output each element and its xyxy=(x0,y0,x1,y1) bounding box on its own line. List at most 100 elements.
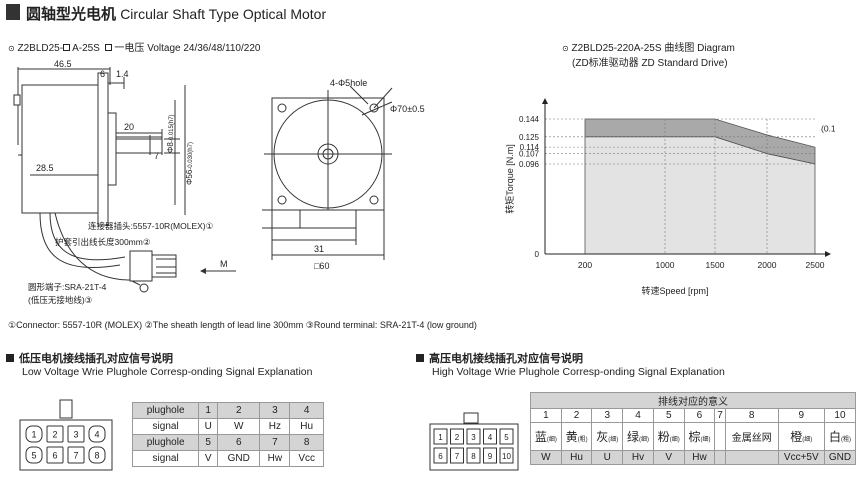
hv-num-cell: 1 xyxy=(530,408,562,423)
hv-signal-cell: U xyxy=(591,450,624,465)
low-plug-pin-label: 3 xyxy=(73,430,78,440)
high-plug-pin-label: 9 xyxy=(488,452,493,461)
hv-num-cell: 3 xyxy=(591,408,624,423)
hv-signal-cell: Hw xyxy=(683,450,716,465)
low-plug-pin xyxy=(25,425,43,443)
low-plug-pin-label: 8 xyxy=(94,451,99,461)
high-plug-pin-label: 7 xyxy=(455,452,460,461)
low-plug-pin xyxy=(88,425,106,443)
high-plug-pin xyxy=(499,447,514,464)
low-voltage-subtitle: Low Voltage Wrie Plughole Corresp-onding… xyxy=(22,366,313,378)
y-axis-label: 转矩Torque [N.m] xyxy=(505,144,515,214)
hv-color-cell: 棕(细) xyxy=(683,422,716,451)
terminal-label: 圆形端子:SRA-21T-4 xyxy=(28,282,107,292)
low-plug-pin xyxy=(67,425,85,443)
hv-signal-cell xyxy=(714,450,726,465)
title-marker xyxy=(6,4,20,20)
high-plug-pin-label: 1 xyxy=(438,433,443,442)
x-axis-arrow-icon xyxy=(825,251,831,257)
hv-color-cell: 粉(细) xyxy=(652,422,685,451)
dim-1-4: 1.4 xyxy=(116,69,129,79)
box-symbol-icon xyxy=(105,44,113,51)
hv-num-cell: 10 xyxy=(823,408,857,423)
table-row: plughole 5 6 7 8 xyxy=(131,434,324,451)
low-ground-label: (低压无接地线)③ xyxy=(28,295,93,305)
x-tick-label: 200 xyxy=(578,260,592,270)
y-tick-label: 0.107 xyxy=(519,150,540,159)
table-row: plughole 1 2 3 4 xyxy=(131,402,324,419)
footnote: ①Connector: 5557-10R (MOLEX) ②The sheath… xyxy=(8,320,477,330)
hv-color-cell: 金属丝网 xyxy=(724,422,779,451)
hv-color-cell: 橙(细) xyxy=(777,422,825,451)
dim-shaft-diameter: Φ8-0.015(h7) xyxy=(166,114,175,153)
table-row: signal U W Hz Hu xyxy=(131,418,324,435)
y-tick-label: 0 xyxy=(535,250,540,259)
low-plug-pin xyxy=(25,446,43,464)
connector-label: 连接器插头:5557-10R(MOLEX)① xyxy=(88,221,214,231)
low-plug-pin-label: 2 xyxy=(52,430,57,440)
high-voltage-subtitle: High Voltage Wrie Plughole Corresp-ondin… xyxy=(432,366,725,378)
high-plug-pin-label: 3 xyxy=(471,433,476,442)
low-plug-pin xyxy=(46,446,64,464)
dim-7: 7 xyxy=(154,151,159,161)
dim-60: □60 xyxy=(314,261,329,271)
hv-color-cell: 黄(粗) xyxy=(560,422,593,451)
high-voltage-title: 高压电机接线插孔对应信号说明 xyxy=(416,350,583,366)
table-row: 排线对应的意义 xyxy=(530,392,856,409)
hv-num-cell: 9 xyxy=(777,408,825,423)
hv-color-cell: 灰(细) xyxy=(591,422,624,451)
low-plug-pin xyxy=(46,425,64,443)
dim-31: 31 xyxy=(314,244,324,254)
y-tick-label: 0.144 xyxy=(519,115,540,124)
dim-20: 20 xyxy=(124,122,134,132)
low-plug-pin-label: 1 xyxy=(31,430,36,440)
high-plug-pin xyxy=(433,447,448,464)
hv-color-cell: 绿(细) xyxy=(622,422,654,451)
hv-num-cell: 2 xyxy=(560,408,593,423)
high-plug-pin-label: 4 xyxy=(488,433,493,442)
chart-annotation: (0.114) xyxy=(821,124,835,134)
hv-num-cell: 8 xyxy=(724,408,779,423)
high-plug-pin xyxy=(483,428,497,445)
dim-28-5: 28.5 xyxy=(36,163,54,173)
low-plug-pin xyxy=(67,446,85,464)
hv-signal-cell: Vcc+5V xyxy=(777,450,825,465)
hv-num-cell: 5 xyxy=(652,408,685,423)
dim-phi-70: Φ70±0.5 xyxy=(390,104,425,114)
section-bullet-icon xyxy=(416,354,424,362)
dim-hole-label: 4-Φ5hole xyxy=(330,78,367,88)
high-plug-pin xyxy=(450,447,464,464)
low-plug-pin xyxy=(88,446,106,464)
table-row: signal V GND Hw Vcc xyxy=(131,450,324,467)
hv-header: 排线对应的意义 xyxy=(530,392,856,409)
low-plug-pin-label: 6 xyxy=(52,451,57,461)
hv-signal-cell xyxy=(724,450,779,465)
high-plug-pin xyxy=(466,428,481,445)
x-axis-label: 转速Speed [rpm] xyxy=(641,285,708,296)
sheath-label: 护套引出线长度300mm② xyxy=(55,237,151,247)
hv-num-cell: 7 xyxy=(714,408,726,423)
hv-signal-cell: Hv xyxy=(622,450,654,465)
hv-signal-cell: W xyxy=(530,450,562,465)
high-plug-pin-label: 10 xyxy=(502,452,511,461)
diagram-spec-subline: (ZD标准驱动器 ZD Standard Drive) xyxy=(572,58,728,69)
hv-signal-cell: GND xyxy=(823,450,857,465)
motor-spec-line: ⊙ Z2BLD25-A-25S 一电压 Voltage 24/36/48/110… xyxy=(8,43,261,54)
x-tick-label: 1500 xyxy=(706,260,725,270)
page-title: 圆轴型光电机 Circular Shaft Type Optical Motor xyxy=(26,6,327,23)
low-plug-pin-label: 7 xyxy=(73,451,78,461)
table-row: 蓝(细)黄(粗)灰(细)绿(细)粉(细)棕(细)金属丝网橙(细)白(粗) xyxy=(530,422,857,451)
high-plug-pin xyxy=(499,428,514,445)
high-plug-pin-label: 5 xyxy=(504,433,509,442)
dim-46-5: 46.5 xyxy=(54,59,72,69)
hv-signal-cell: Hu xyxy=(560,450,593,465)
y-tick-label: 0.096 xyxy=(519,160,540,169)
box-symbol-icon xyxy=(63,44,71,51)
hv-num-cell: 4 xyxy=(622,408,654,423)
